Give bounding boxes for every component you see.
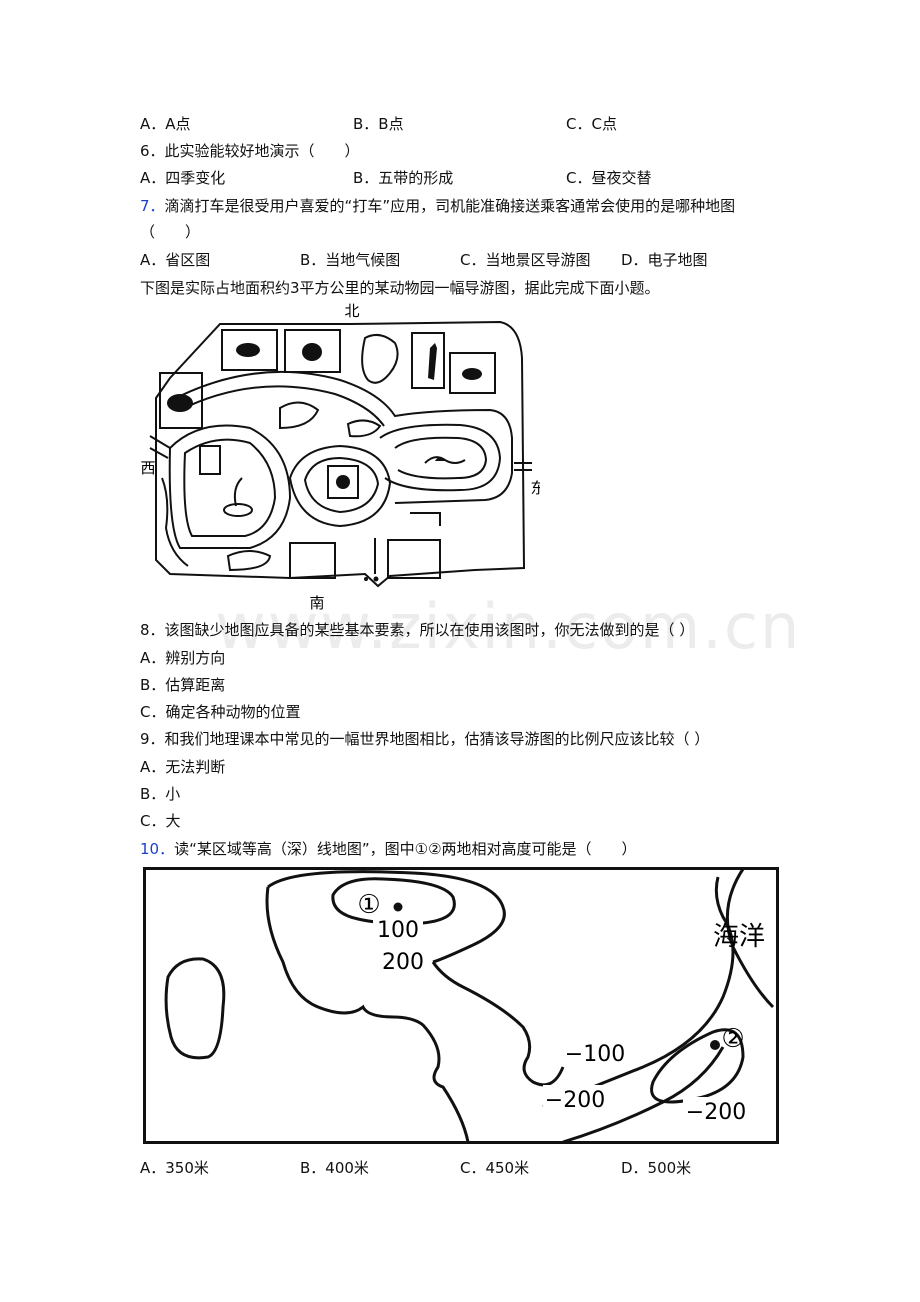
tree-cluster-2: [161, 477, 189, 567]
q8-option-a[interactable]: A．辨别方向: [140, 649, 226, 667]
point-1-label: ①: [357, 890, 380, 920]
q5-option-b[interactable]: B．B点: [353, 115, 404, 133]
q10-text: 读“某区域等高（深）线地图”，图中①②两地相对高度可能是（ ）: [174, 840, 637, 858]
giraffe-icon: [428, 343, 437, 380]
contour-label-minus100: −100: [565, 1042, 625, 1067]
enclosure-lion: [284, 329, 341, 373]
q7-paren: （ ）: [140, 223, 201, 241]
contour-coast: [265, 886, 470, 1143]
q7-option-a[interactable]: A．省区图: [140, 251, 211, 269]
direction-west: 西: [140, 459, 155, 477]
contour-200: [267, 870, 506, 964]
enclosure-giraffe: [411, 332, 445, 389]
q6-option-a[interactable]: A．四季变化: [140, 169, 226, 187]
contour-label-100: 100: [377, 918, 419, 943]
q6-option-c[interactable]: C．昼夜交替: [566, 169, 652, 187]
point-2-dot: [710, 1040, 720, 1050]
enclosure-west: [199, 445, 221, 475]
direction-north: 北: [344, 302, 359, 320]
panda-icon: [336, 475, 350, 489]
fountain: [223, 503, 253, 517]
zoo-boundary: [155, 320, 526, 588]
zoo-road-10: [149, 435, 532, 471]
q7-option-b[interactable]: B．当地气候图: [300, 251, 401, 269]
lion-icon: [302, 343, 322, 361]
zoo-map: 北 南 西 东: [140, 302, 540, 612]
zoo-road-5: [288, 444, 392, 528]
direction-south: 南: [309, 594, 324, 612]
contour-100: [331, 877, 456, 925]
q5-option-c[interactable]: C．C点: [566, 115, 617, 133]
contour-coast-2: [431, 961, 565, 1087]
enclosure-elephant: [159, 372, 203, 429]
tree-cluster-5: [346, 419, 382, 438]
q10-option-b[interactable]: B．400米: [300, 1159, 369, 1177]
q5-option-a[interactable]: A．A点: [140, 115, 191, 133]
enclosure-south-2: [387, 539, 441, 579]
zoo-road-6: [303, 456, 380, 514]
q8-option-b[interactable]: B．估算距离: [140, 676, 226, 694]
zoo-road-7: [379, 423, 502, 492]
enclosure-south-1: [289, 542, 336, 579]
contour-map: ① ② 海洋 100 200 −100 −200 −200: [143, 867, 779, 1144]
tiger-icon: [236, 343, 260, 357]
contour-label-200: 200: [382, 950, 424, 975]
zoo-road-4: [183, 438, 277, 537]
q7-option-d[interactable]: D．电子地图: [621, 251, 708, 269]
q9-option-b[interactable]: B．小: [140, 785, 181, 803]
enclosure-camel: [449, 352, 496, 394]
q8-option-c[interactable]: C．确定各种动物的位置: [140, 703, 301, 721]
zoo-road-8: [394, 436, 488, 480]
seal: [233, 477, 243, 507]
enclosure-tiger: [221, 329, 278, 371]
contour-minus100: [542, 876, 735, 1109]
zoo-intro: 下图是实际占地面积约3平方公里的某动物园一幅导游图，据此完成下面小题。: [140, 279, 660, 297]
q8-stem: 8．该图缺少地图应具备的某些基本要素，所以在使用该图时，你无法做到的是（ ）: [140, 621, 695, 639]
gate-dot-south: [373, 576, 379, 582]
q6-number: 6．: [140, 142, 165, 160]
zoo-road-9: [289, 512, 441, 578]
tree-cluster-1: [361, 333, 399, 384]
q10-option-a[interactable]: A．350米: [140, 1159, 209, 1177]
ocean-label: 海洋: [713, 922, 765, 952]
point-2-label: ②: [721, 1024, 744, 1054]
q7-option-c[interactable]: C．当地景区导游图: [460, 251, 591, 269]
watermark: www.zixin.com.cn: [215, 590, 802, 663]
q10-number: 10．: [140, 840, 175, 858]
q6-text: 此实验能较好地演示（ ）: [164, 142, 360, 160]
q10-option-d[interactable]: D．500米: [621, 1159, 692, 1177]
zoo-road-3: [168, 424, 292, 549]
point-1-dot: [393, 902, 403, 912]
elephant-icon: [167, 394, 193, 412]
enclosure-panda: [327, 465, 359, 499]
contour-frame: [143, 867, 779, 1144]
swan-icon: [435, 457, 446, 461]
q6-option-b[interactable]: B．五带的形成: [353, 169, 454, 187]
q10-stem: 10．读“某区域等高（深）线地图”，图中①②两地相对高度可能是（ ）: [140, 838, 637, 859]
zoo-road-2: [179, 385, 385, 427]
tree-cluster-4: [279, 401, 320, 430]
direction-east: 东: [530, 479, 540, 497]
contour-right: [725, 868, 775, 1009]
camel-icon: [462, 368, 482, 380]
contour-label-minus200-a: −200: [545, 1088, 605, 1113]
q7-stem: 7．滴滴打车是很受用户喜爱的“打车”应用，司机能准确接送乘客通常会使用的是哪种地…: [140, 195, 735, 216]
q10-option-c[interactable]: C．450米: [460, 1159, 530, 1177]
tree-cluster-3: [226, 550, 272, 572]
q6-stem: 6．此实验能较好地演示（ ）: [140, 140, 360, 161]
q9-option-a[interactable]: A．无法判断: [140, 758, 226, 776]
q9-stem: 9．和我们地理课本中常见的一幅世界地图相比，估猜该导游图的比例尺应该比较（ ）: [140, 730, 710, 748]
contour-label-minus200-b: −200: [686, 1100, 746, 1125]
q9-option-c[interactable]: C．大: [140, 812, 181, 830]
q7-text: 滴滴打车是很受用户喜爱的“打车”应用，司机能准确接送乘客通常会使用的是哪种地图: [164, 197, 736, 215]
gate-dot-south-2: [364, 577, 368, 581]
contour-island: [164, 957, 226, 1060]
q7-number: 7．: [140, 197, 165, 215]
